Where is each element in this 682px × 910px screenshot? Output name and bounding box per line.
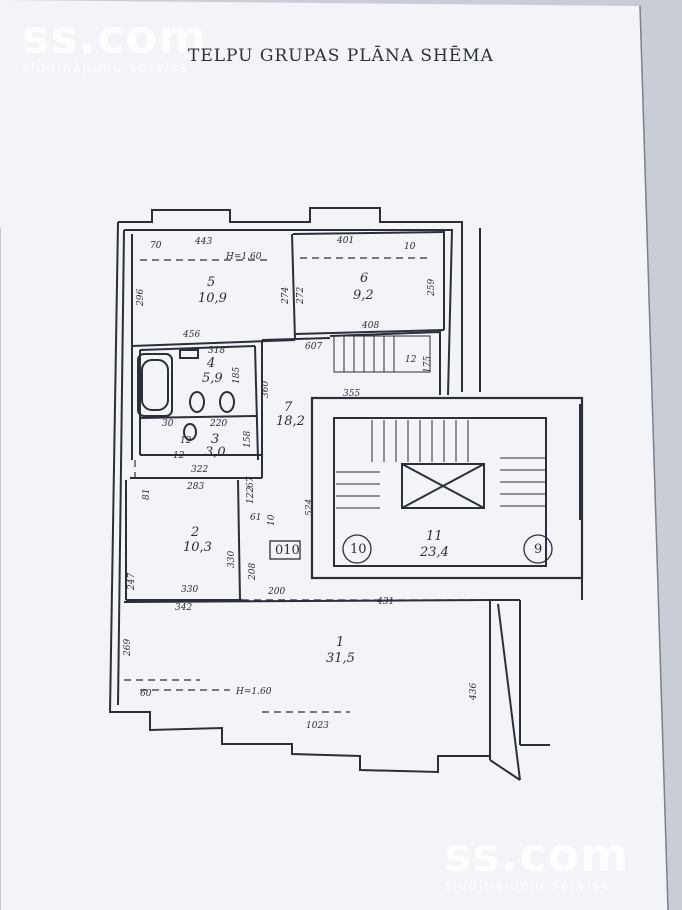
room-area: 31,5 — [326, 651, 355, 666]
dimension-label: 200 — [268, 587, 286, 597]
circle-markers — [269, 534, 553, 564]
room-number: 7 — [284, 400, 293, 415]
dimension-label: 524 — [305, 498, 315, 516]
dimension-label: 443 — [195, 237, 213, 247]
dimension-label: 81 — [142, 488, 152, 500]
dimension-label: 283 — [187, 482, 205, 492]
dimension-label: 318 — [208, 346, 226, 356]
dimension-label: 158 — [243, 430, 253, 448]
stairs-lower — [336, 420, 545, 509]
walls — [108, 207, 584, 781]
room-area: 5,9 — [202, 371, 223, 386]
dimension-label: 431 — [377, 597, 395, 607]
dimension-label: 272 — [296, 286, 306, 304]
stairs-upper — [333, 335, 431, 373]
dimension-label: 408 — [362, 321, 380, 331]
dimension-label: 220 — [210, 419, 228, 429]
marker-box — [269, 540, 301, 560]
room-area: 23,4 — [420, 545, 449, 560]
watermark-tagline: sludinājumu serviss — [22, 61, 189, 76]
marker-circle-right — [523, 534, 553, 564]
room-number: 4 — [207, 356, 216, 371]
dimension-label: 360 — [261, 380, 271, 398]
marker-circle-right-label: 9 — [534, 542, 543, 557]
watermark-brand: ss.com — [22, 10, 208, 64]
dimension-label: 456 — [183, 330, 201, 340]
dimension-label: 259 — [427, 278, 437, 296]
dimension-label: 607 — [305, 342, 323, 352]
marker-circle-left-label: 10 — [350, 542, 367, 557]
dimension-label: 355 — [343, 389, 361, 399]
dimension-label: 122 — [246, 486, 256, 504]
watermark-bottom: ss.com sludinājumu serviss — [444, 832, 629, 893]
dimension-label: 30 — [162, 419, 174, 429]
dimension-label: 12 — [180, 436, 192, 446]
dimension-label: 12 — [173, 451, 185, 461]
dimension-label: 436 — [469, 682, 479, 700]
watermark-brand: ss.com — [444, 828, 630, 882]
dimension-label: 330 — [227, 550, 237, 568]
dimension-label: 60 — [140, 689, 152, 699]
room-number: 3 — [211, 432, 220, 447]
dimension-label: 247 — [127, 572, 137, 590]
dashed-lines — [124, 257, 490, 713]
dimension-label: H=1.60 — [226, 252, 262, 262]
room-area: 9,2 — [353, 288, 374, 303]
room-number: 5 — [207, 275, 216, 290]
dimension-label: 61 — [250, 513, 262, 523]
room-area: 18,2 — [276, 414, 305, 429]
room-number: 2 — [191, 525, 200, 540]
dimension-label: H=1.60 — [236, 687, 272, 697]
dimension-label: 274 — [281, 286, 291, 304]
dimension-label: 1023 — [306, 721, 329, 731]
dimension-label: 10 — [404, 242, 416, 252]
marker-circle-left — [342, 534, 372, 564]
dimension-label: 175 — [423, 355, 433, 373]
dimension-label: 296 — [136, 288, 146, 306]
dimension-label: 208 — [248, 562, 258, 580]
dimension-label: 185 — [232, 366, 242, 384]
plan-title: TELPU GRUPAS PLĀNA SHĒMA — [188, 46, 494, 66]
watermark-top: ss.com sludinājumu serviss — [22, 14, 207, 75]
dimension-label: 342 — [175, 603, 193, 613]
watermark-tagline: sludinājumu serviss — [444, 879, 611, 894]
dimension-label: 401 — [337, 236, 355, 246]
room-area: 3,0 — [205, 445, 226, 460]
dimension-label: 10 — [267, 514, 277, 526]
room-number: 6 — [360, 271, 369, 286]
dimension-label: 12 — [405, 355, 417, 365]
marker-box-label: 010 — [275, 543, 300, 558]
room-number: 11 — [426, 529, 443, 544]
dimension-label: 330 — [181, 585, 199, 595]
room-area: 10,9 — [198, 291, 227, 306]
dimension-label: 70 — [150, 241, 162, 251]
dimension-label: 269 — [123, 638, 133, 656]
room-number: 1 — [336, 635, 345, 650]
dimension-label: 322 — [191, 465, 209, 475]
room-area: 10,3 — [183, 540, 212, 555]
